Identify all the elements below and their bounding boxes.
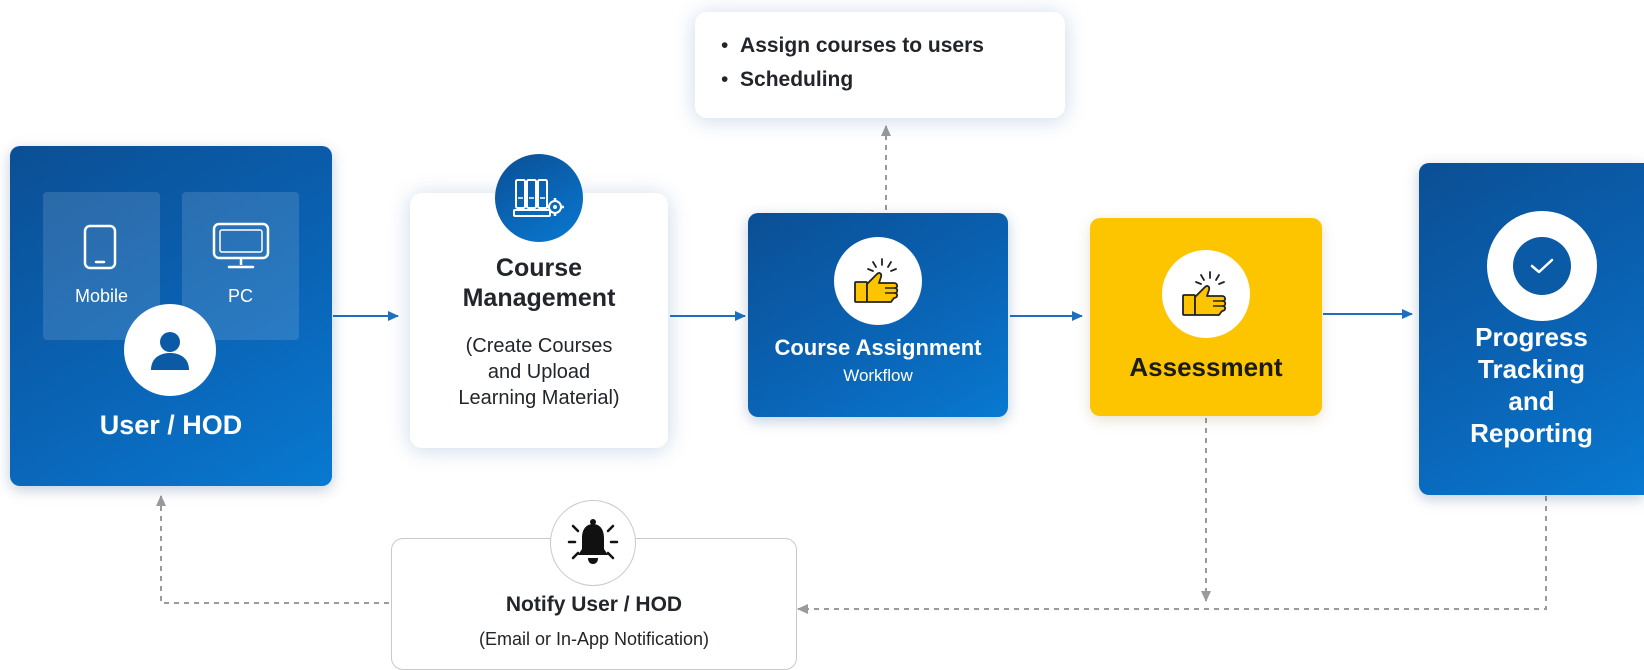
assessment-badge	[1162, 250, 1250, 338]
notify-title: Notify User / HOD	[505, 593, 683, 616]
progress-line3: and	[1508, 386, 1555, 416]
dashed-arrow-progress-to-notify	[797, 496, 1547, 614]
thumbs-up-icon	[1182, 271, 1227, 316]
bullet: •	[721, 34, 741, 57]
bullet: •	[721, 68, 741, 91]
user-avatar	[124, 304, 216, 396]
binders-gear-icon	[513, 179, 564, 217]
pc-tile: PC	[182, 192, 299, 340]
progress-line1: Progress	[1475, 322, 1588, 352]
task-item-assign: • Assign courses to users	[721, 34, 984, 57]
mobile-label: Mobile	[74, 286, 129, 306]
course-assignment-subtitle: Workflow	[843, 366, 913, 385]
mobile-icon	[83, 224, 117, 270]
notify-badge	[550, 500, 636, 586]
thumbs-up-icon	[854, 258, 899, 303]
dashed-arrow-notify-to-user	[156, 495, 389, 604]
course-management-desc-line3: Learning Material)	[458, 387, 620, 409]
pc-label: PC	[227, 286, 253, 306]
bell-icon	[567, 519, 619, 564]
user-icon	[151, 332, 189, 370]
user-hod-card[interactable]: Mobile PC User / HOD	[10, 146, 332, 486]
progress-badge	[1487, 211, 1597, 321]
course-management-title-line1: Course	[495, 254, 583, 282]
user-hod-title: User / HOD	[99, 410, 243, 440]
progress-line4: Reporting	[1470, 418, 1593, 448]
course-assignment-card[interactable]: Course Assignment Workflow	[748, 213, 1008, 417]
course-management-title-line2: Management	[462, 284, 616, 312]
course-management-desc-line2: and Upload	[487, 361, 591, 383]
notify-subtitle: (Email or In-App Notification)	[478, 629, 710, 649]
task-item-scheduling: • Scheduling	[721, 68, 854, 91]
course-management-badge	[495, 154, 583, 242]
assessment-card[interactable]: Assessment	[1090, 218, 1322, 416]
monitor-icon	[212, 222, 270, 270]
progress-line2: Tracking	[1478, 354, 1585, 384]
progress-tracking-card[interactable]: Progress Tracking and Reporting	[1419, 163, 1644, 495]
check-icon	[1513, 237, 1571, 295]
course-management-desc-line1: (Create Courses	[465, 335, 613, 357]
assignment-badge	[834, 237, 922, 325]
assessment-title: Assessment	[1129, 352, 1283, 382]
assignment-tasks-box: • Assign courses to users • Scheduling	[695, 12, 1065, 118]
course-assignment-title: Course Assignment	[774, 335, 982, 360]
